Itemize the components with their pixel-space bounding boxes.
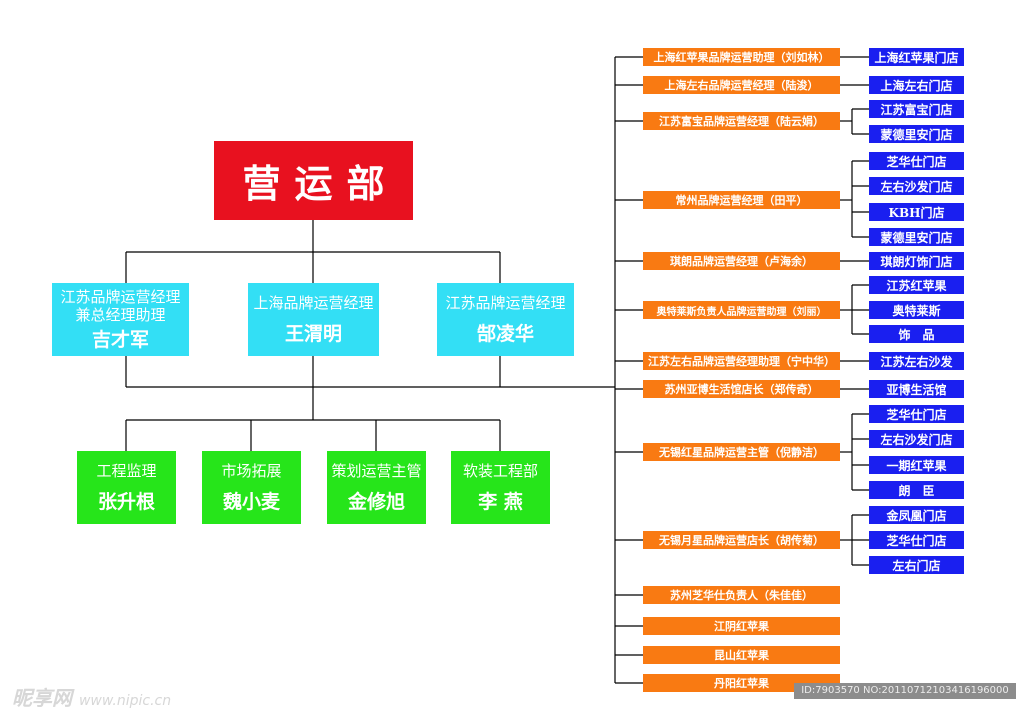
watermark: 昵享网 www.nipic.cn [12, 682, 171, 711]
store-box: 一期红苹果 [869, 456, 964, 474]
role-box: 江苏左右品牌运营经理助理（宁中华） [643, 352, 840, 370]
role-box: 奥特莱斯负责人品牌运营助理（刘丽） [643, 301, 840, 319]
department-title: 软装工程部 [462, 461, 538, 480]
store-box: KBH门店 [869, 203, 964, 221]
store-box: 奥特莱斯 [869, 301, 964, 319]
department-head: 李 燕 [478, 490, 523, 513]
store-box: 左右沙发门店 [869, 177, 964, 195]
manager-name: 王渭明 [284, 322, 342, 345]
store-box: 芝华仕门店 [869, 405, 964, 423]
watermark-url: www.nipic.cn [78, 693, 172, 709]
department-box: 工程监理 张升根 [77, 451, 176, 524]
store-box: 朗 臣 [869, 481, 964, 499]
department-title: 工程监理 [96, 461, 157, 480]
role-box: 上海红苹果品牌运营助理（刘如林） [643, 48, 840, 66]
store-box: 芝华仕门店 [869, 152, 964, 170]
manager-name: 郜凌华 [476, 322, 534, 345]
manager-title: 上海品牌运营经理 [253, 293, 374, 312]
role-box: 苏州亚博生活馆店长（郑传奇） [643, 380, 840, 398]
store-box: 蒙德里安门店 [869, 228, 964, 246]
department-head: 张升根 [97, 490, 155, 513]
manager-box: 江苏品牌运营经理 兼总经理助理 吉才军 [52, 283, 189, 356]
role-box: 江阴红苹果 [643, 617, 840, 635]
store-box: 左右沙发门店 [869, 430, 964, 448]
image-id-bar: ID:7903570 NO:20110712103416196000 [794, 683, 1016, 699]
store-box: 上海红苹果门店 [869, 48, 964, 66]
department-title: 策划运营主管 [331, 461, 422, 480]
manager-title: 江苏品牌运营经理 [445, 293, 566, 312]
role-box: 常州品牌运营经理（田平） [643, 191, 840, 209]
role-box: 丹阳红苹果 [643, 674, 840, 692]
department-box: 策划运营主管 金修旭 [327, 451, 426, 524]
role-box: 琪朗品牌运营经理（卢海余） [643, 252, 840, 270]
manager-box: 上海品牌运营经理 王渭明 [248, 283, 379, 356]
department-box: 软装工程部 李 燕 [451, 451, 550, 524]
department-head: 金修旭 [347, 490, 405, 513]
watermark-brand: 昵享网 [12, 686, 72, 710]
store-box: 芝华仕门店 [869, 531, 964, 549]
role-box: 无锡月星品牌运营店长（胡传菊） [643, 531, 840, 549]
manager-box: 江苏品牌运营经理 郜凌华 [437, 283, 574, 356]
top-department-box: 营运部 [214, 141, 413, 220]
department-box: 市场拓展 魏小麦 [202, 451, 301, 524]
manager-name: 吉才军 [91, 328, 149, 351]
store-box: 琪朗灯饰门店 [869, 252, 964, 270]
role-box: 无锡红星品牌运营主管（倪静洁） [643, 443, 840, 461]
role-box: 昆山红苹果 [643, 646, 840, 664]
store-box: 江苏左右沙发 [869, 352, 964, 370]
store-box: 金凤凰门店 [869, 506, 964, 524]
store-box: 左右门店 [869, 556, 964, 574]
top-department-label: 营运部 [242, 161, 399, 206]
store-box: 亚博生活馆 [869, 380, 964, 398]
role-box: 江苏富宝品牌运营经理（陆云娟） [643, 112, 840, 130]
store-box: 蒙德里安门店 [869, 125, 964, 143]
store-box: 饰 品 [869, 325, 964, 343]
department-title: 市场拓展 [221, 461, 282, 480]
role-box: 上海左右品牌运营经理（陆浚） [643, 76, 840, 94]
store-box: 江苏富宝门店 [869, 100, 964, 118]
store-box: 江苏红苹果 [869, 276, 964, 294]
department-head: 魏小麦 [222, 490, 280, 513]
manager-title: 江苏品牌运营经理 兼总经理助理 [60, 287, 181, 324]
role-box: 苏州芝华仕负责人（朱佳佳） [643, 586, 840, 604]
store-box: 上海左右门店 [869, 76, 964, 94]
